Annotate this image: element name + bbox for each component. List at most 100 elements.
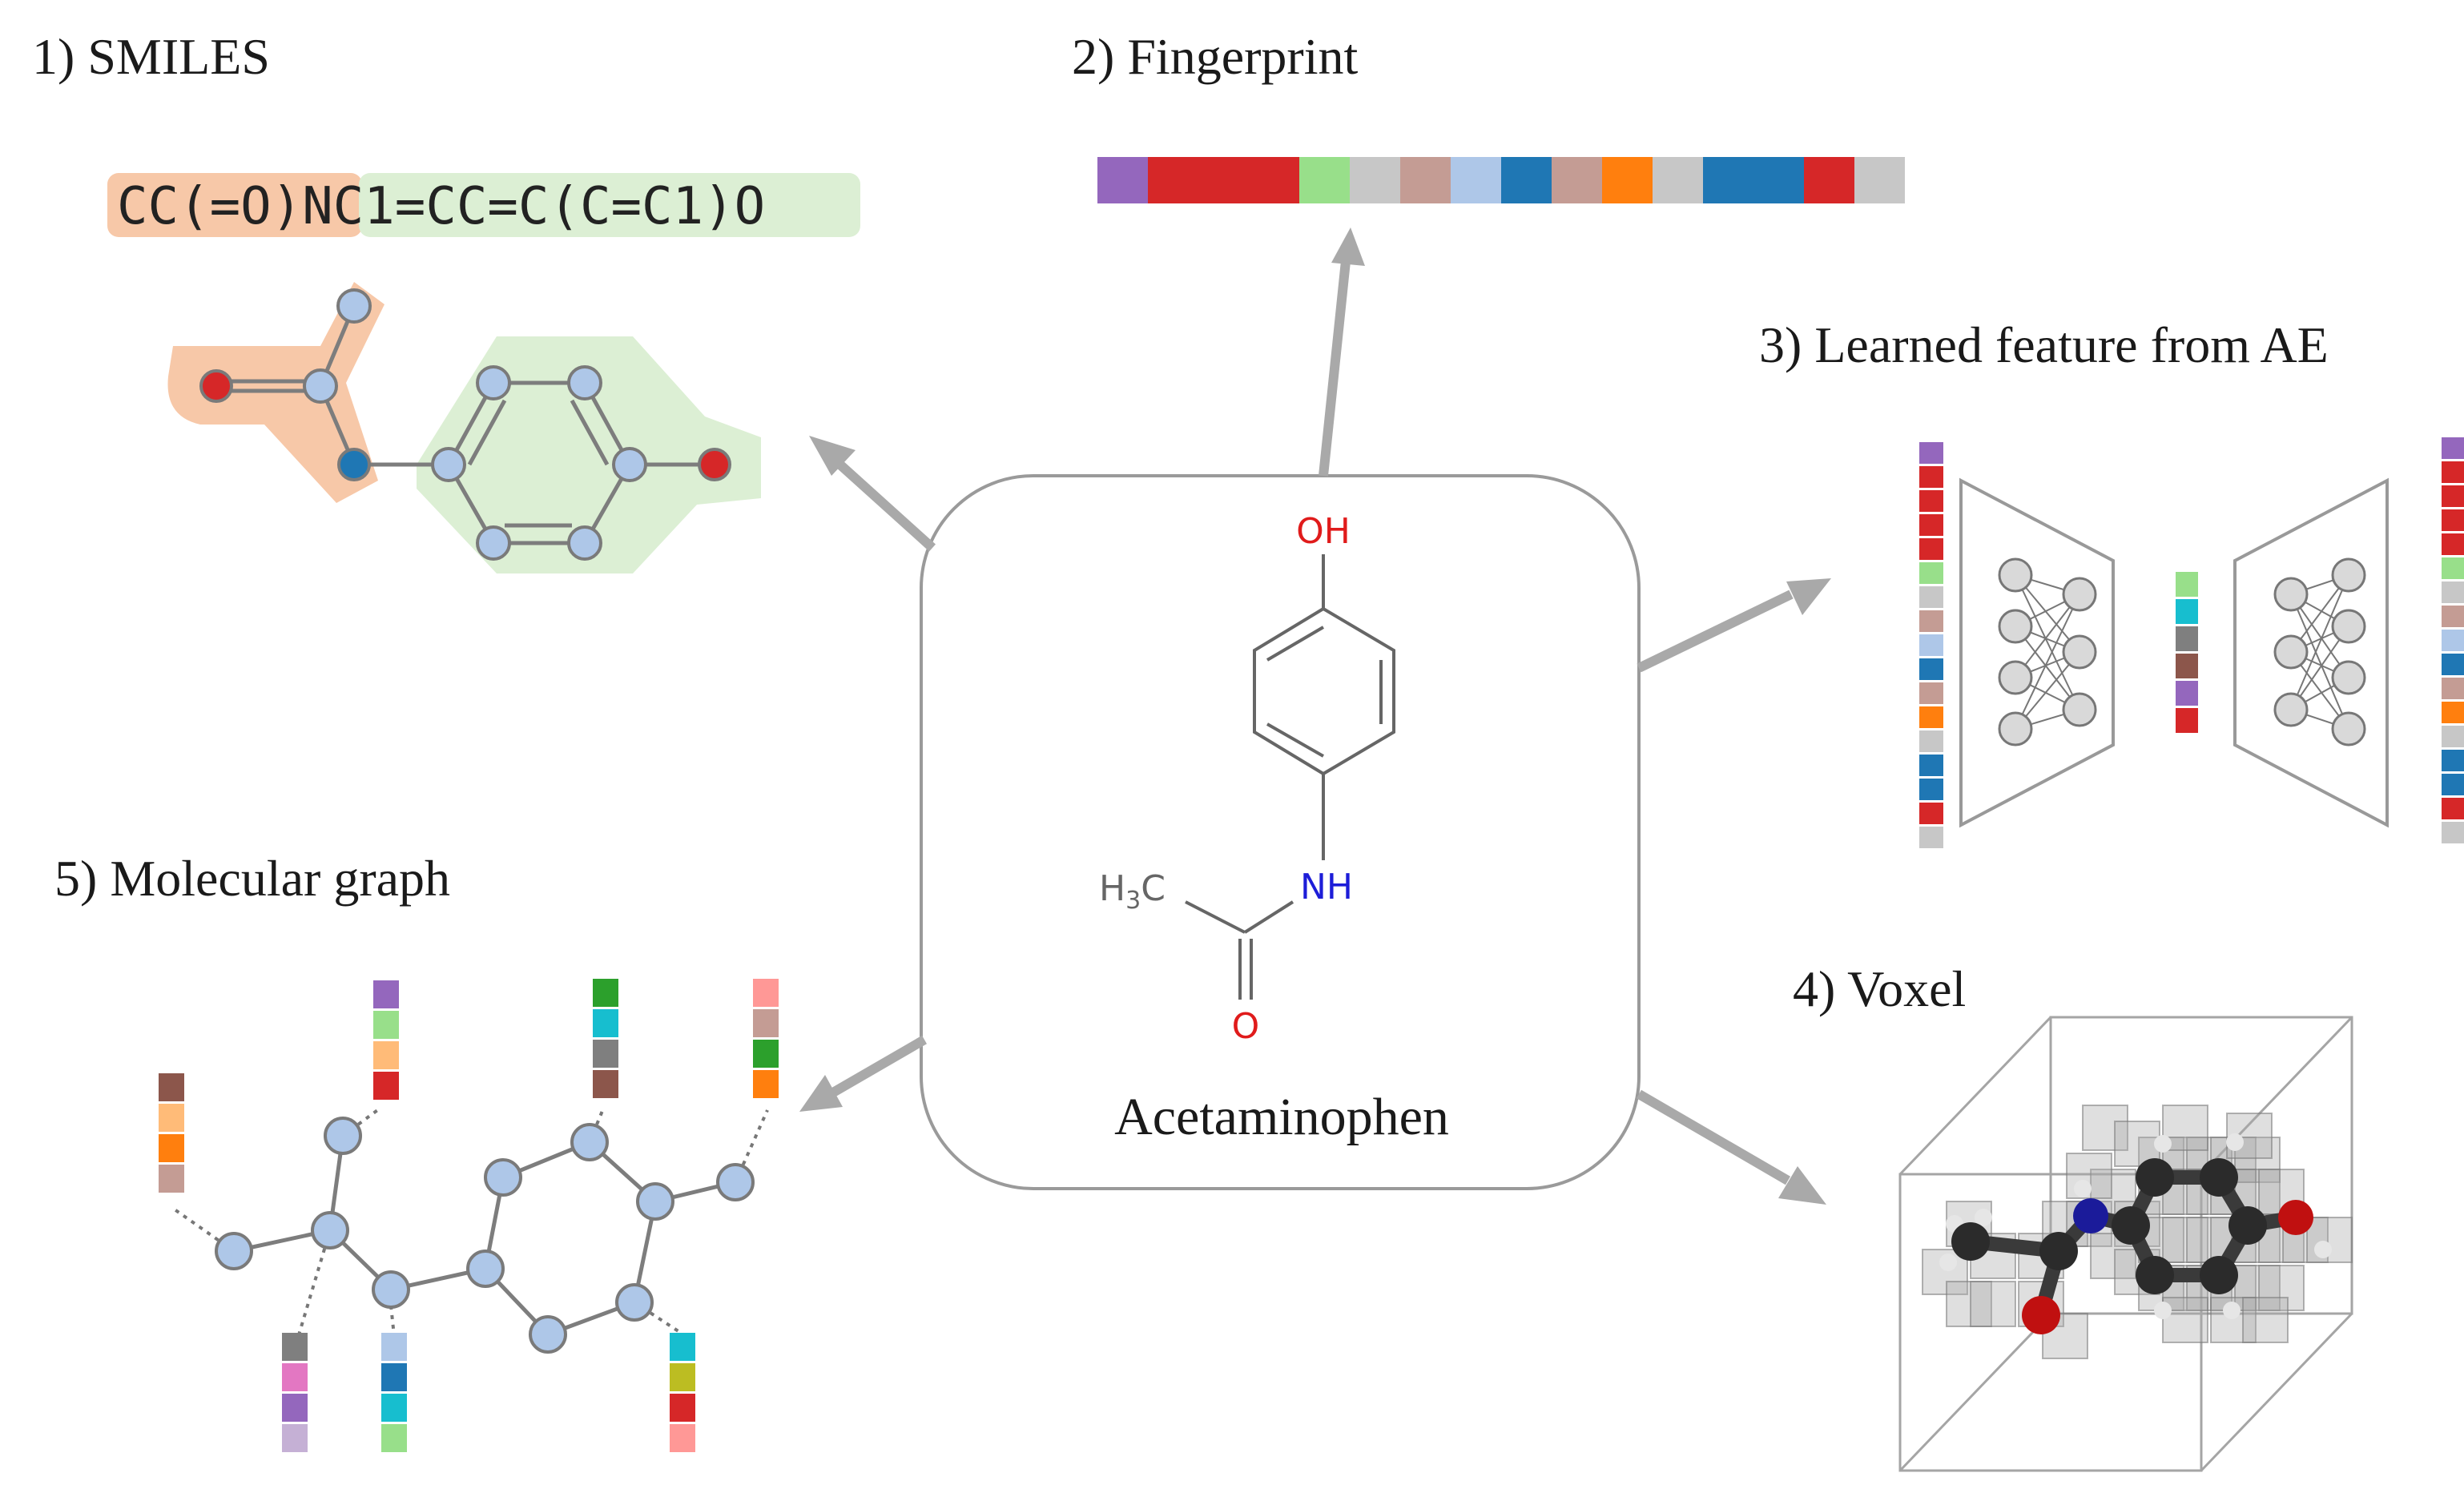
arrows [799,227,1831,1205]
ae-output-bit [2442,606,2464,627]
autoencoder-title: 3) Learned feature from AE [1759,316,2329,373]
graph-node [466,1250,505,1288]
fingerprint-bit [1804,157,1854,203]
graph-node [570,1123,609,1161]
ae-output-bit [2442,557,2464,579]
ae-neuron [1998,609,2033,644]
graph-feature-cell [373,1072,399,1100]
ae-input-bit [1919,610,1943,632]
graph-title: 5) Molecular graph [54,850,450,907]
graph-feature-cell [670,1424,695,1452]
arrow-to-autoencoder [1637,578,1831,673]
graph-nodes [215,1117,755,1354]
arrow-to-fingerprint [1319,227,1365,477]
ae-input-bit [1919,706,1943,728]
fingerprint-bit [1753,157,1804,203]
graph-feature-cell [373,1011,399,1039]
ae-input-bit [1919,514,1943,536]
ae-neuron [2273,692,2309,727]
graph-feature-cell [593,979,618,1007]
arrow-to-smiles [809,436,936,552]
ae-neuron [1998,660,2033,695]
methyl-h: H [1099,868,1125,909]
ae-neuron [2331,609,2366,644]
voxel-cell [2162,1297,2208,1343]
smiles-nitrogen-node [337,448,371,481]
ae-input-bit [1919,779,1943,800]
smiles-title: 1) SMILES [32,28,270,85]
graph-feature-cell [381,1363,407,1391]
smiles-highlight-acetyl [107,173,362,237]
ae-neuron [1998,711,2033,746]
graph-node [311,1211,349,1250]
ae-input-bit [1919,803,1943,824]
voxel-molecule [1939,1133,2332,1334]
ae-output-bit [2442,509,2464,531]
ae-input-bit [1919,466,1943,488]
fingerprint-bit [1299,157,1350,203]
ae-input-bit [1919,755,1943,776]
methyl-c: C [1141,868,1166,909]
ae-latent-bit [2176,572,2198,597]
ae-neuron [2331,711,2366,746]
fingerprint-bit [1400,157,1451,203]
smiles-panel: 1) SMILES CC(=O)NC1=CC=C(C=C1)O [32,28,860,573]
ae-output-vector [2442,437,2464,843]
smiles-oxygen-node [199,369,233,403]
graph-feature-cell [282,1333,308,1361]
ae-input-bit [1919,586,1943,608]
graph-feature-cell [159,1073,184,1101]
ae-latent-bit [2176,599,2198,624]
voxel-cell [2258,1265,2305,1311]
ae-decoder-trapezoid [2233,477,2389,828]
smiles-carbon-node [303,368,338,404]
autoencoder-panel: 3) Learned feature from AE [1759,316,2464,848]
voxel-cell [1970,1281,2016,1327]
ae-latent-bit [2176,681,2198,706]
ae-input-bit [1919,442,1943,464]
graph-feature-cell [381,1333,407,1361]
graph-feature-cell [670,1363,695,1391]
arrow-to-voxel [1636,1089,1826,1205]
graph-node [372,1270,410,1309]
graph-feature-cell [753,1040,779,1068]
graph-feature-cell [373,980,399,1008]
ae-encoder-trapezoid [1959,477,2115,828]
ae-latent-vector [2176,572,2198,733]
ae-output-bit [2442,702,2464,723]
fingerprint-bit [1198,157,1249,203]
ae-input-bit [1919,658,1943,680]
graph-node [324,1117,362,1155]
arrow-to-graph [799,1035,928,1112]
graph-node [636,1182,674,1221]
methyl-label: H3C [1099,868,1166,915]
ae-latent-bit [2176,626,2198,651]
fingerprint-bit-vector [1097,157,1905,203]
ae-output-bit [2442,750,2464,771]
graph-feature-cell [670,1394,695,1422]
graph-feature-cell [159,1134,184,1162]
graph-feature-cell [282,1424,308,1452]
fingerprint-bit [1501,157,1552,203]
graph-node [716,1163,755,1201]
graph-node [215,1232,253,1270]
smiles-ring-node [431,447,466,482]
fingerprint-bit [1854,157,1905,203]
acetaminophen-structure [1185,554,1395,1000]
fingerprint-bit [1148,157,1198,203]
voxel-panel: 4) Voxel [1793,960,2353,1472]
graph-feature-cell [381,1394,407,1422]
graph-feature-cell [753,979,779,1007]
voxel-cell [1946,1281,1992,1327]
voxel-cell [2082,1105,2128,1151]
ae-output-bit [2442,533,2464,555]
ae-neuron [2273,577,2309,612]
ae-neuron [2062,634,2097,670]
fingerprint-panel: 2) Fingerprint [1072,28,1905,203]
fingerprint-bit [1602,157,1653,203]
smiles-ring-node [476,365,511,400]
graph-feature-cell [159,1165,184,1193]
ae-output-bit [2442,798,2464,819]
smiles-ring-node [567,365,602,400]
smiles-hydroxyl-node [698,448,731,481]
